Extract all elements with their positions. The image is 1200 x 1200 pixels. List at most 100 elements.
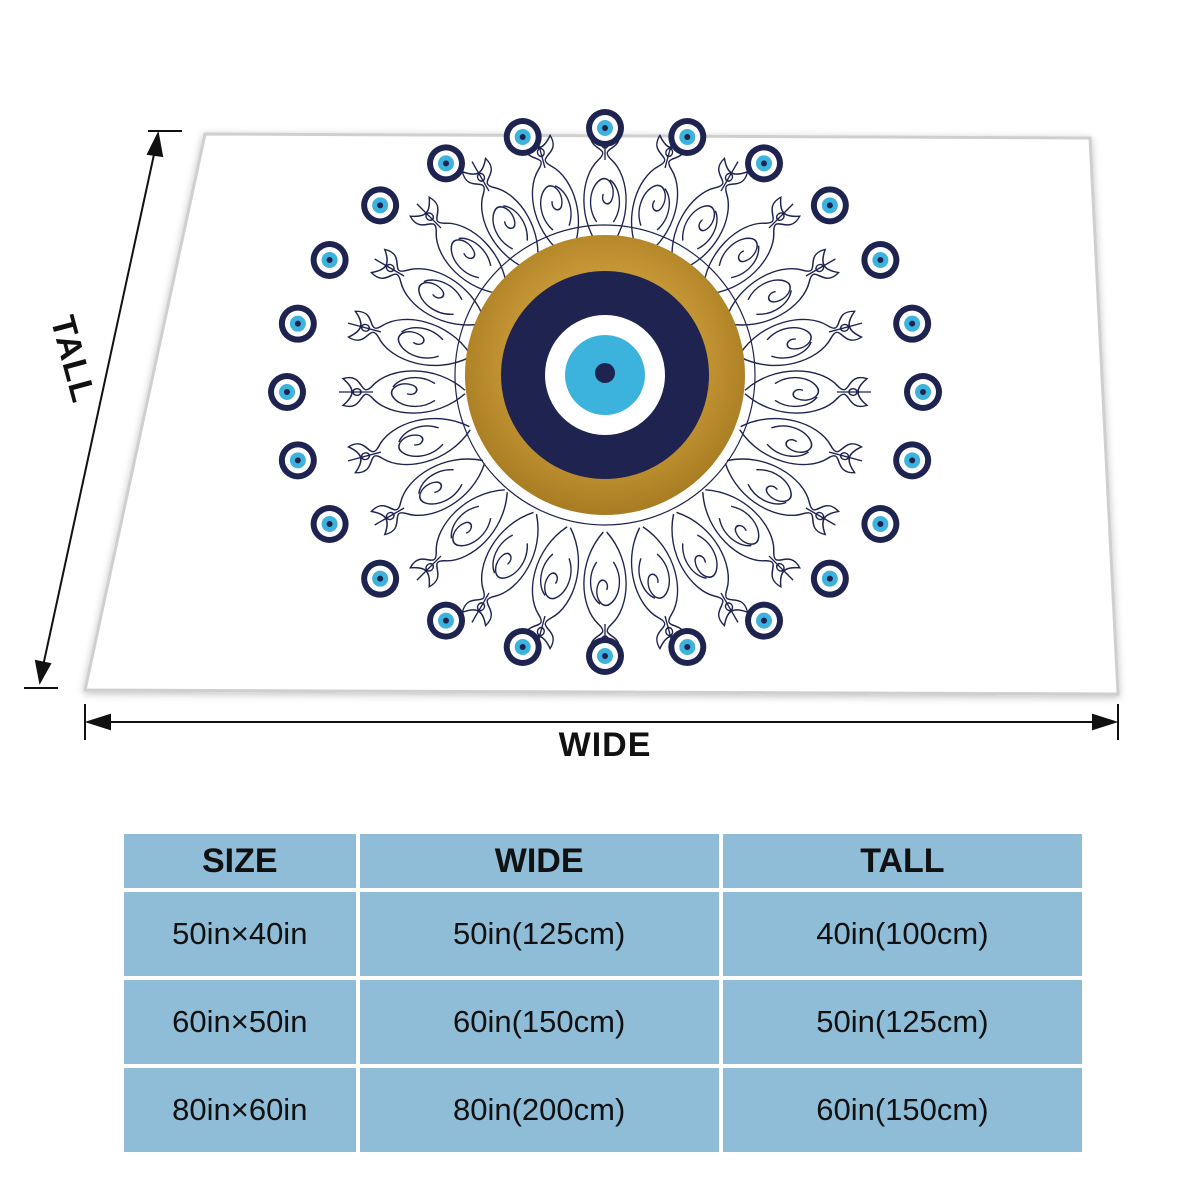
- petal-bead: [665, 626, 674, 637]
- ornament-petal: [339, 370, 466, 414]
- evil-eye-charm: [310, 505, 349, 543]
- evil-eye-charm: [861, 505, 900, 543]
- petal-scroll: [398, 434, 444, 458]
- petal-scroll: [656, 187, 671, 231]
- evil-eye-charm: [668, 628, 707, 667]
- petal-scroll: [398, 425, 439, 443]
- petal-stem: [828, 451, 863, 462]
- cell-tall: 50in(125cm): [722, 980, 1082, 1064]
- petal-scroll: [596, 561, 621, 607]
- petal-scroll: [418, 281, 454, 315]
- petal-scroll: [554, 185, 572, 226]
- ornament-petal: [702, 489, 801, 588]
- petal-scroll: [418, 469, 454, 494]
- petal-bead: [815, 511, 825, 521]
- petal-stem: [768, 203, 794, 229]
- petal-scroll: [392, 376, 436, 388]
- petal-bead: [425, 212, 435, 222]
- petal-stem: [805, 258, 836, 277]
- petal-scroll: [682, 205, 716, 241]
- petal-stem: [347, 451, 382, 462]
- evil-eye-charm: [586, 637, 624, 675]
- petal-bead: [848, 387, 858, 397]
- ornament-petal: [346, 310, 471, 367]
- petal-scroll: [756, 469, 792, 503]
- evil-eye-charm: [361, 559, 400, 598]
- petal-bead: [385, 511, 395, 521]
- petal-bead: [385, 263, 395, 273]
- cell-tall: 40in(100cm): [722, 892, 1082, 976]
- ornament-petal: [671, 157, 749, 273]
- evil-eye-charm: [278, 441, 317, 480]
- petal-scroll: [731, 245, 760, 279]
- petal-scroll: [682, 543, 707, 579]
- ornament-petal: [370, 458, 486, 536]
- ornament-petal: [702, 196, 801, 295]
- petal-bead: [536, 626, 545, 637]
- evil-eye-charm: [861, 241, 900, 279]
- petal-scroll: [452, 518, 492, 547]
- petal-scroll: [419, 481, 463, 505]
- petal-scroll: [458, 237, 492, 266]
- petal-scroll: [539, 185, 563, 231]
- ornament-petal: [461, 511, 539, 627]
- petal-scroll: [544, 558, 572, 600]
- petal-scroll: [771, 425, 813, 453]
- cell-size: 80in×60in: [124, 1068, 356, 1152]
- petal-scroll: [766, 326, 812, 350]
- petal-stem: [720, 161, 739, 192]
- evil-eye-charm: [893, 304, 932, 343]
- ornament-petal: [461, 157, 539, 273]
- petal-bead: [775, 212, 785, 222]
- table-row: 50in×40in 50in(125cm) 40in(100cm): [124, 892, 1082, 976]
- petal-scroll: [492, 206, 516, 250]
- ornament-petal: [739, 310, 864, 367]
- petal-bead: [476, 602, 486, 612]
- petal-scroll: [638, 184, 666, 226]
- petal-scroll: [756, 290, 792, 315]
- ornament-petal: [724, 458, 840, 536]
- petal-stem: [805, 507, 836, 526]
- petal-scroll: [747, 279, 791, 303]
- petal-scroll: [774, 396, 818, 408]
- petal-bead: [665, 147, 674, 158]
- header-tall: TALL: [722, 834, 1082, 888]
- evil-eye-charm: [745, 601, 783, 640]
- ornament-petal: [346, 417, 471, 474]
- petal-scroll: [747, 484, 787, 505]
- table-row: 60in×50in 60in(150cm) 50in(125cm): [124, 980, 1082, 1064]
- ornament-petal: [409, 489, 508, 588]
- petal-bead: [724, 602, 734, 612]
- wide-dimension-arrow: [84, 704, 1119, 740]
- cell-size: 60in×50in: [124, 980, 356, 1064]
- petal-scroll: [589, 177, 614, 223]
- size-table: SIZE WIDE TALL 50in×40in 50in(125cm) 40i…: [120, 830, 1086, 1156]
- evil-eye-charm: [503, 628, 542, 667]
- ornament-petal: [724, 248, 840, 326]
- petal-scroll: [609, 179, 621, 223]
- cell-tall: 60in(150cm): [722, 1068, 1082, 1152]
- petal-scroll: [492, 534, 513, 574]
- petal-bead: [360, 323, 371, 332]
- petal-scroll: [450, 239, 479, 279]
- petal-scroll: [589, 561, 601, 605]
- cell-wide: 60in(150cm): [359, 980, 719, 1064]
- ornament-petal: [523, 133, 580, 258]
- table-header-row: SIZE WIDE TALL: [124, 834, 1082, 888]
- evil-eye-charm: [810, 559, 849, 598]
- petal-bead: [536, 147, 545, 158]
- petal-scroll: [423, 279, 463, 300]
- cell-wide: 80in(200cm): [359, 1068, 719, 1152]
- ornament-petal: [409, 196, 508, 295]
- ornament-petal: [671, 511, 749, 627]
- inner-ring: [454, 224, 756, 526]
- evil-eye-charm: [427, 144, 465, 183]
- blanket-illustration: [24, 109, 1120, 740]
- petal-scroll: [766, 443, 810, 458]
- petal-stem: [416, 203, 442, 229]
- evil-eye-charm: [427, 601, 465, 640]
- evil-eye-charm: [745, 144, 783, 183]
- evil-eye-charm: [278, 304, 317, 343]
- petal-bead: [360, 452, 371, 461]
- evil-eye-charm: [810, 186, 849, 225]
